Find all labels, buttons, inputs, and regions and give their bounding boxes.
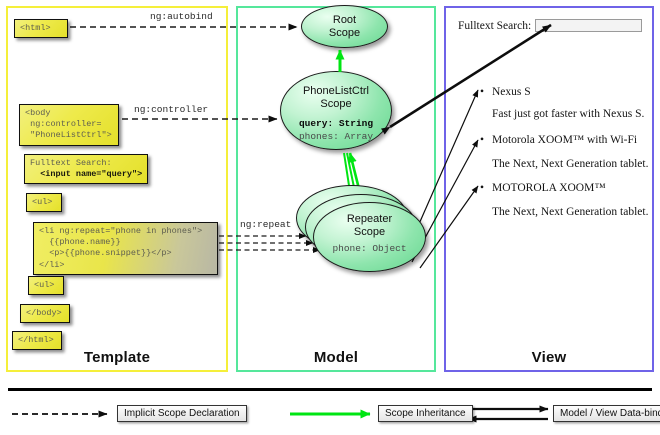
- view-search-label: Fulltext Search:: [458, 20, 532, 32]
- code-box-li-repeat: <li ng:repeat="phone in phones"> {{phone…: [33, 222, 218, 275]
- legend-label-scope-inheritance: Scope Inheritance: [378, 405, 473, 422]
- code-box-fulltext-search: Fulltext Search: <input name="query">: [24, 154, 148, 185]
- bullet-icon: •: [480, 86, 485, 98]
- scope-root: Root Scope: [301, 5, 388, 48]
- scope-prop-query: query: String: [298, 118, 374, 130]
- scope-prop-phones: phones: Array: [298, 130, 374, 142]
- code-box-body-open: <body ng:controller= "PhoneListCtrl">: [19, 104, 119, 146]
- view-phone-name: •Nexus S: [480, 86, 531, 98]
- code-line-label: Fulltext Search:: [30, 158, 112, 168]
- bullet-icon: •: [480, 134, 485, 146]
- scope-prop-phone: phone: Object: [332, 243, 407, 255]
- view-phone-snippet: The Next, Next Generation tablet.: [492, 206, 649, 218]
- edge-label-autobind: ng:autobind: [150, 11, 213, 22]
- column-label-template: Template: [83, 349, 151, 366]
- view-phone-snippet: The Next, Next Generation tablet.: [492, 158, 649, 170]
- view-search-input[interactable]: [535, 19, 642, 32]
- code-box-body-close: </body>: [20, 304, 70, 324]
- legend-divider: [8, 388, 652, 391]
- bullet-icon: •: [480, 182, 485, 194]
- scope-phonelistctrl: PhoneListCtrl Scope query: String phones…: [280, 71, 392, 150]
- code-box-ul-close: <ul>: [28, 276, 64, 296]
- edge-label-controller: ng:controller: [134, 104, 209, 115]
- code-box-html-open: <html>: [14, 19, 68, 39]
- legend-label-model-view-data-binding: Model / View Data-binding: [553, 405, 660, 422]
- column-label-view: View: [531, 349, 567, 366]
- edge-label-repeat: ng:repeat: [240, 219, 292, 230]
- code-box-ul-open: <ul>: [26, 193, 62, 213]
- view-phone-snippet: Fast just got faster with Nexus S.: [492, 108, 645, 120]
- column-view: Fulltext Search: •Nexus S Fast just got …: [444, 6, 654, 372]
- code-line-input: <input name="query">: [30, 169, 143, 180]
- view-pane: Fulltext Search: •Nexus S Fast just got …: [446, 8, 652, 370]
- legend-label-implicit-scope-declaration: Implicit Scope Declaration: [117, 405, 247, 422]
- code-box-html-close: </html>: [12, 331, 62, 351]
- scope-repeater: Repeater Scope phone: Object: [313, 202, 426, 272]
- column-label-model: Model: [313, 349, 359, 366]
- view-phone-name: •Motorola XOOM™ with Wi-Fi: [480, 134, 638, 146]
- view-phone-name: •MOTOROLA XOOM™: [480, 182, 606, 194]
